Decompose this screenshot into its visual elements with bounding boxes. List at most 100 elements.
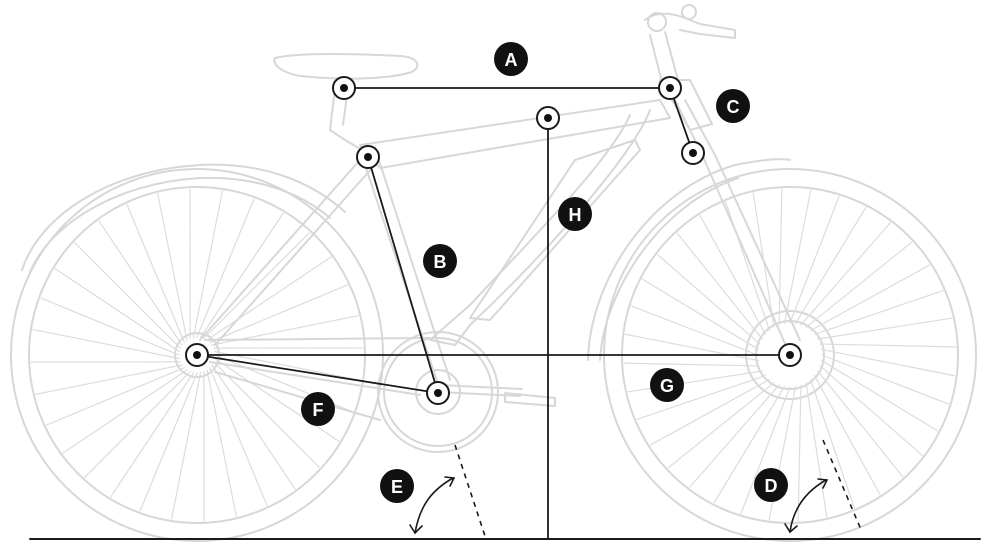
front-fender-inner (599, 177, 739, 361)
spoke (676, 232, 763, 340)
spoke (35, 364, 183, 395)
spoke (157, 193, 188, 341)
spoke (689, 384, 780, 488)
spoke (813, 374, 881, 496)
node-saddle (332, 76, 356, 100)
spoke (74, 242, 181, 349)
svg-text:B: B (434, 252, 447, 272)
spoke (649, 378, 771, 446)
spoke (813, 290, 944, 336)
node-stack-top (536, 106, 560, 130)
spoke (139, 372, 198, 512)
label-h: H (558, 197, 592, 231)
drivetrain (377, 331, 556, 453)
spoke (627, 370, 763, 393)
spoke (809, 264, 931, 332)
spoke (45, 367, 185, 426)
svg-text:H: H (569, 205, 582, 225)
spoke (203, 232, 310, 339)
spoke (209, 367, 268, 507)
spoke (209, 284, 349, 343)
spoke (196, 198, 255, 338)
spoke (206, 369, 237, 517)
svg-text:D: D (765, 476, 778, 496)
angle-e-arrow (414, 477, 454, 534)
spoke (192, 190, 224, 338)
node-head-top (658, 76, 682, 100)
spoke (623, 362, 761, 367)
spoke (657, 254, 761, 345)
spoke (624, 333, 760, 362)
spoke (820, 359, 939, 432)
spoke (800, 222, 891, 326)
spoke (214, 357, 340, 442)
svg-text:F: F (313, 400, 324, 420)
svg-text:E: E (391, 477, 403, 497)
spoke (199, 212, 284, 338)
spoke (62, 369, 188, 454)
spoke (170, 372, 202, 520)
rear-fender (21, 163, 346, 271)
label-d: D (754, 468, 788, 502)
spoke (778, 188, 783, 326)
spoke (667, 382, 775, 469)
spoke (213, 361, 320, 468)
spoke (214, 350, 362, 382)
spoke (211, 364, 296, 490)
spoke (206, 256, 332, 341)
spoke (54, 268, 180, 353)
label-c: C (716, 89, 750, 123)
label-f: F (301, 392, 335, 426)
line-b-seat-tube (367, 156, 439, 394)
spoke (713, 385, 786, 504)
spoke (820, 348, 956, 377)
spoke (32, 328, 180, 360)
node-head-bottom (681, 141, 705, 165)
measurement-nodes (185, 76, 802, 405)
dashed-seat-angle-ref (454, 444, 486, 537)
label-e: E (380, 469, 414, 503)
spoke (794, 206, 867, 325)
spoke (809, 378, 855, 509)
node-front-axle (778, 343, 802, 367)
node-rear-axle (185, 343, 209, 367)
label-b: B (423, 244, 457, 278)
rear-wheel (10, 168, 384, 542)
line-f-chainstay (196, 354, 439, 394)
measurement-lines (29, 87, 981, 540)
label-g: G (650, 368, 684, 402)
label-badges: A B C D E F G H (301, 42, 788, 503)
spoke (817, 317, 953, 340)
rear-fender-inner (29, 176, 331, 273)
spoke (98, 220, 183, 346)
spoke (740, 386, 791, 515)
spoke (789, 195, 840, 324)
dashed-head-angle-ref (822, 439, 863, 533)
spoke (126, 203, 185, 343)
node-bottom-bracket (426, 381, 450, 405)
spoke (84, 371, 191, 478)
spoke (805, 241, 913, 328)
svg-text:C: C (727, 97, 740, 117)
saddle (273, 53, 419, 80)
spoke (797, 384, 802, 522)
spoke (641, 278, 760, 351)
spoke (783, 189, 812, 325)
spoke (699, 214, 767, 336)
front-fender (587, 158, 791, 361)
spoke (819, 343, 957, 348)
svg-text:G: G (660, 376, 674, 396)
spoke (819, 365, 923, 456)
spoke (821, 354, 950, 405)
spoke (40, 297, 180, 356)
spoke (630, 305, 759, 356)
spoke (805, 382, 828, 518)
svg-text:A: A (505, 50, 518, 70)
label-a: A (494, 42, 528, 76)
spoke (817, 370, 904, 478)
spoke (636, 374, 767, 420)
node-seat-top (356, 145, 380, 169)
angle-d-arrow (789, 479, 827, 533)
